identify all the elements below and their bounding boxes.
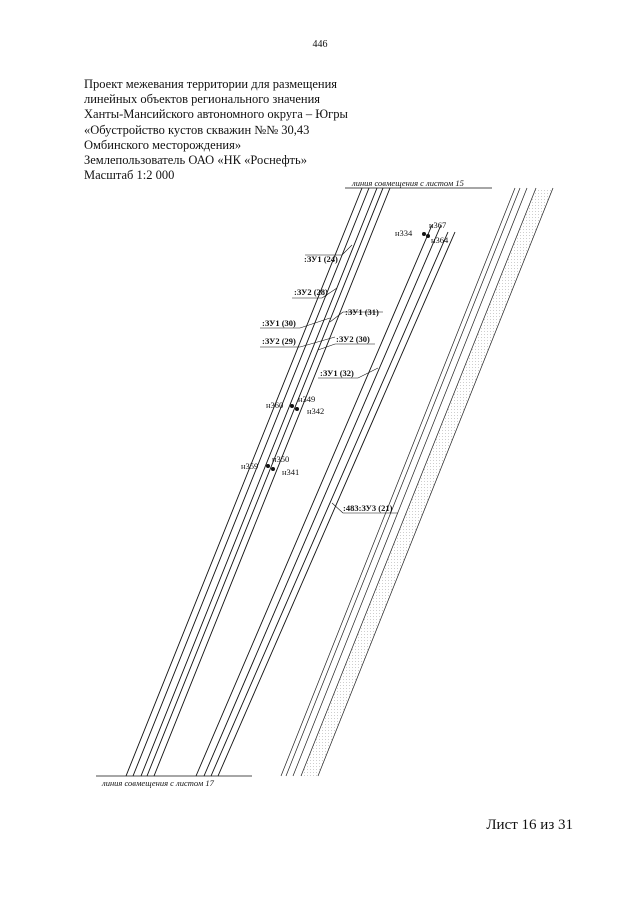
right-boundary-lines xyxy=(280,187,554,777)
header-line: Ханты-Мансийского автономного округа – Ю… xyxy=(84,107,348,122)
point-label: н350 xyxy=(272,454,289,464)
parcel-label: :ЗУ2 (29) xyxy=(262,336,296,346)
parcel-label: :ЗУ1 (32) xyxy=(320,368,354,378)
page-number: 446 xyxy=(312,39,328,50)
parcel-label: :ЗУ2 (30) xyxy=(336,334,370,344)
point-label: н364 xyxy=(431,235,449,245)
header-line: Проект межевания территории для размещен… xyxy=(84,77,338,91)
header-line: «Обустройство кустов скважин №№ 30,43 xyxy=(84,122,310,137)
parcel-label: :ЗУ2 (28) xyxy=(294,287,328,297)
parcel-label: :483:ЗУ3 (21) xyxy=(343,503,393,513)
survey-points xyxy=(266,232,430,471)
middle-corridor-lines xyxy=(195,224,456,777)
header-line: линейных объектов регионального значения xyxy=(84,92,321,107)
left-corridor-lines xyxy=(125,187,391,777)
match-line-bottom-label: линия совмещения с листом 17 xyxy=(101,778,215,788)
point-label: н334 xyxy=(395,228,413,238)
parcel-label: :ЗУ1 (30) xyxy=(262,318,296,328)
shaded-strip xyxy=(301,188,553,776)
match-line-top-label: линия совмещения с листом 15 xyxy=(351,178,464,188)
point-label: н342 xyxy=(307,406,324,416)
scale-line: Масштаб 1:2 000 xyxy=(84,168,175,183)
leader-lines xyxy=(260,244,398,514)
point-label: н359 xyxy=(241,461,258,471)
parcel-label: :ЗУ1 (24) xyxy=(304,254,338,264)
point-label: н360 xyxy=(266,400,283,410)
point-label: н349 xyxy=(298,394,315,404)
sheet-number: Лист 16 из 31 xyxy=(486,817,573,833)
header-line: Землепользователь ОАО «НК «Роснефть» xyxy=(84,153,307,168)
header-line: Омбинского месторождения» xyxy=(84,137,242,152)
parcel-label: :ЗУ1 (31) xyxy=(345,307,379,317)
point-label: н367 xyxy=(429,220,446,230)
point-label: н341 xyxy=(282,467,299,477)
document-header: Проект межевания территории для размещен… xyxy=(84,77,348,183)
